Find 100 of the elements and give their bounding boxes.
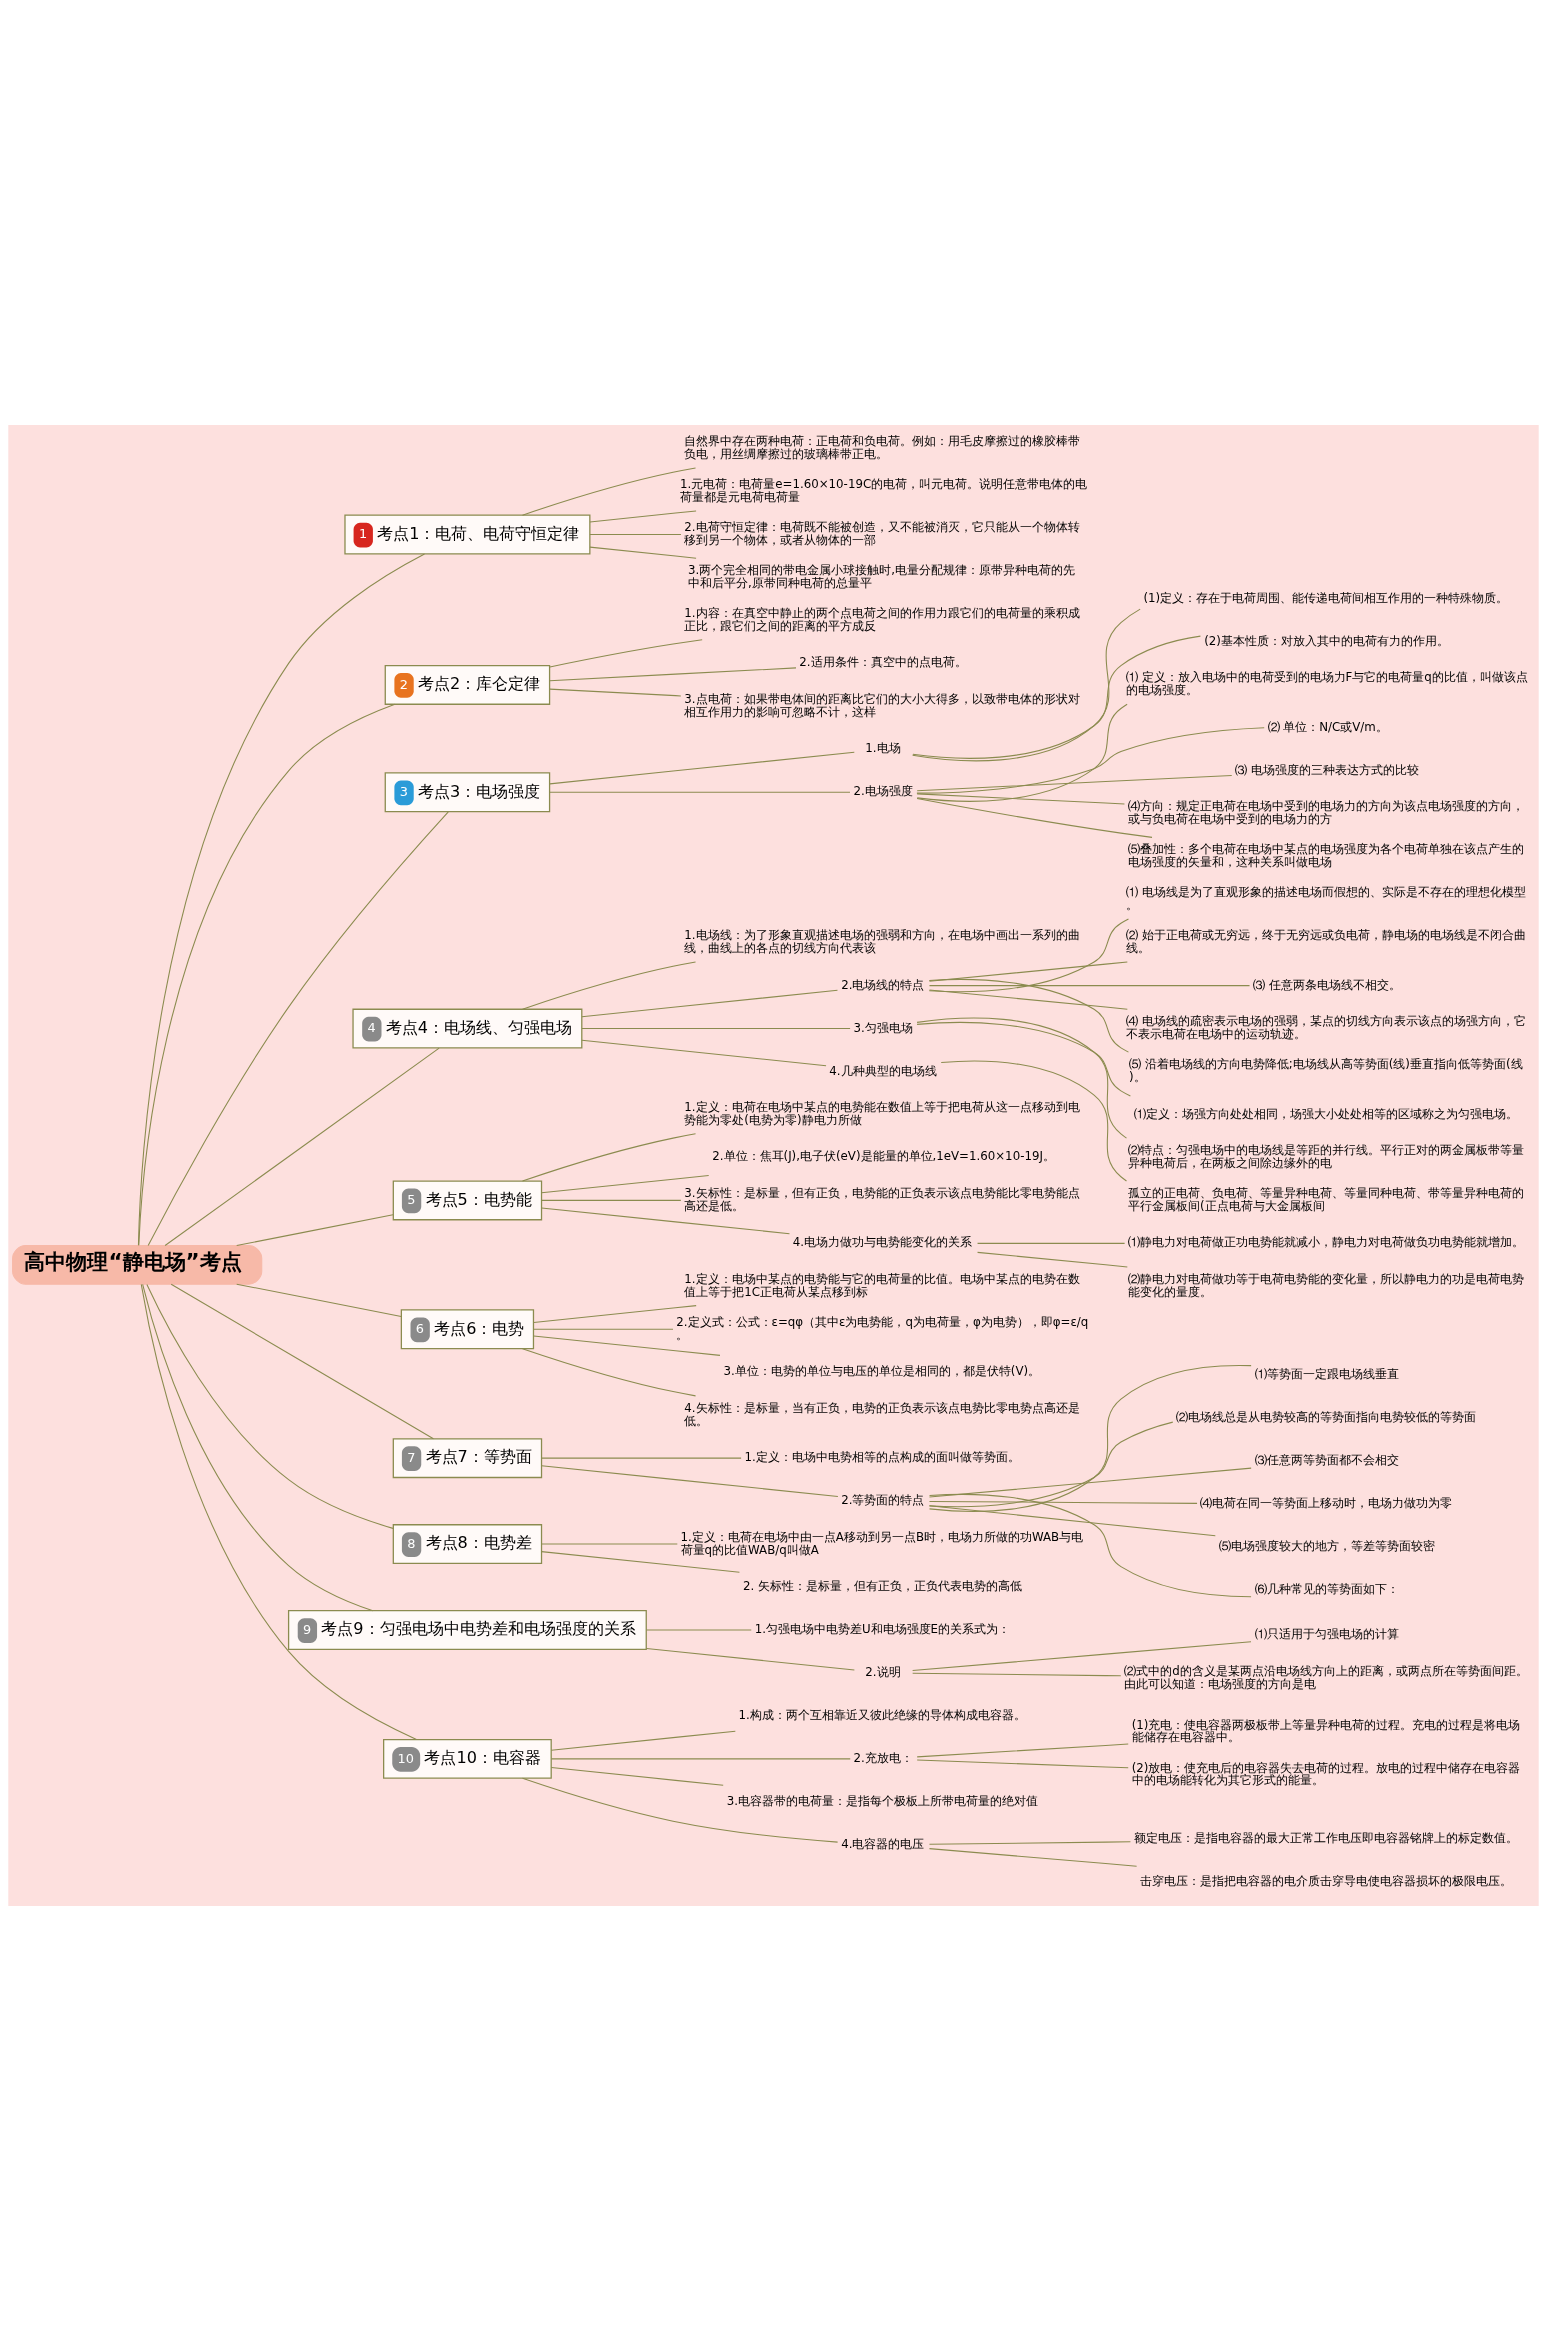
node-text: 4.电场力做功与电势能变化的关系 bbox=[792, 1234, 973, 1249]
connector bbox=[916, 1743, 1129, 1757]
connector bbox=[928, 1467, 1252, 1498]
connector bbox=[146, 1283, 394, 1529]
node-text: ⑴等势面一定跟电场线垂直 bbox=[1254, 1366, 1399, 1381]
node-text: 2.定义式：公式：ε=qφ（其中ε为电势能，q为电荷量，φ为电势），即φ=ε/q。 bbox=[676, 1314, 1089, 1342]
connector bbox=[912, 1672, 1122, 1676]
node-text: ⑶ 任意两条电场线不相交。 bbox=[1253, 977, 1401, 992]
connector bbox=[521, 1777, 839, 1843]
connector bbox=[589, 546, 697, 559]
node-box: 3 考点3：电场强度 bbox=[384, 771, 551, 812]
node-text: (2)基本性质：对放入其中的电荷有力的作用。 bbox=[1204, 633, 1449, 648]
connector bbox=[928, 984, 1251, 986]
connector bbox=[236, 1283, 402, 1317]
connector bbox=[549, 688, 682, 696]
connector bbox=[541, 1543, 678, 1545]
node-text: (1)定义：存在于电荷周围、能传递电荷间相互作用的一种特殊物质。 bbox=[1143, 590, 1509, 605]
node-text: 击穿电压：是指把电容器的电介质击穿导电使电容器损坏的极限电压。 bbox=[1140, 1873, 1513, 1888]
connector bbox=[581, 1027, 851, 1029]
node-box: 9 考点9：匀强电场中电势差和电场强度的关系 bbox=[287, 1609, 647, 1650]
node-text: 2.充放电： bbox=[853, 1750, 913, 1765]
node-text: 3.矢标性：是标量，但有正负，电势能的正负表示该点电势能比零电势能点高还是低。 bbox=[684, 1185, 1080, 1213]
node-text: ⑸叠加性：多个电荷在电场中某点的电场强度为各个电荷单独在该点产生的电场强度的矢量和，这种关系叫做电场 bbox=[1127, 841, 1524, 869]
node-text: 额定电压：是指电容器的最大正常工作电压即电容器铭牌上的标定数值。 bbox=[1133, 1830, 1518, 1845]
connector bbox=[589, 509, 697, 522]
connector bbox=[916, 774, 1233, 791]
connector bbox=[549, 791, 851, 793]
connector bbox=[940, 1059, 1127, 1182]
connector bbox=[581, 989, 838, 1017]
node-text: ⑶ 电场强度的三种表达方式的比较 bbox=[1235, 762, 1420, 777]
connector bbox=[916, 797, 1153, 838]
connector bbox=[533, 1335, 721, 1356]
node-text: 2. 矢标性：是标量，但有正负，正负代表电势的高低 bbox=[742, 1578, 1022, 1593]
connector bbox=[533, 1304, 697, 1323]
connector bbox=[589, 533, 682, 535]
connector bbox=[521, 1132, 697, 1182]
node-text: 4.电容器的电压 bbox=[841, 1836, 925, 1851]
connector bbox=[164, 1047, 440, 1246]
node-box: 6 考点6：电势 bbox=[400, 1308, 535, 1349]
connector bbox=[137, 552, 426, 1246]
connector bbox=[550, 1757, 851, 1759]
node-text: ⑵ 始于正电荷或无穷远，终于无穷远或负电荷，静电场的电场线是不闭合曲线。 bbox=[1126, 927, 1527, 955]
node-text: 2.电场强度 bbox=[853, 783, 913, 798]
node-text: ⑸ 沿着电场线的方向电势降低;电场线从高等势面(线)垂直指向低等势面(线)。 bbox=[1128, 1056, 1523, 1084]
node-text: 3.匀强电场 bbox=[853, 1020, 913, 1035]
node-text: ⑵静电力对电荷做功等于电荷电势能的变化量，所以静电力的功是电荷电势能变化的量度。 bbox=[1127, 1271, 1524, 1299]
node-text: 2.说明 bbox=[865, 1664, 901, 1679]
node-box: 5 考点5：电势能 bbox=[392, 1179, 543, 1220]
node-text: 1.构成：两个互相靠近又彼此绝缘的导体构成电容器。 bbox=[738, 1707, 1026, 1722]
connector bbox=[912, 635, 1201, 759]
node-text: ⑵电场线总是从电势较高的等势面指向电势较低的等势面 bbox=[1176, 1409, 1477, 1424]
node-box: 8 考点8：电势差 bbox=[392, 1523, 543, 1564]
node-text: 2.等势面的特点 bbox=[841, 1492, 925, 1507]
node-text: ⑸电场强度较大的地方，等差等势面较密 bbox=[1218, 1538, 1435, 1553]
node-box: 高中物理“静电场”考点 bbox=[12, 1244, 263, 1285]
node-text: 3.两个完全相同的带电金属小球接触时,电量分配规律：原带异种电荷的先中和后平分,原带同种电荷的总量平 bbox=[688, 562, 1076, 590]
connector bbox=[912, 608, 1141, 761]
node-text: ⑹几种常见的等势面如下： bbox=[1254, 1581, 1399, 1596]
node-text: ⑴静电力对电荷做正功电势能就减小，静电力对电荷做负功电势能就增加。 bbox=[1127, 1234, 1524, 1249]
connector bbox=[541, 1457, 742, 1459]
connector bbox=[928, 1847, 1138, 1867]
node-text: 3.电容器带的电荷量：是指每个极板上所带电荷量的绝对值 bbox=[726, 1793, 1039, 1808]
node-text: ⑵式中的d的含义是某两点沿电场线方向上的距离，或两点所在等势面间距。由此可以知道：电场强度的方向是电 bbox=[1124, 1663, 1528, 1691]
connector bbox=[541, 1174, 710, 1193]
connector bbox=[541, 1199, 682, 1201]
connector bbox=[928, 918, 1129, 992]
connector bbox=[916, 1017, 1127, 1139]
node-box: 1 考点1：电荷、电荷守恒定律 bbox=[344, 514, 591, 555]
node-text: 1.内容：在真空中静止的两个点电荷之间的作用力跟它们的电荷量的乘积成正比，跟它们之间的距离的平方成反 bbox=[684, 605, 1080, 633]
node-text: ⑴ 定义：放入电场中的电荷受到的电场力F与它的电荷量q的比值，叫做该点的电场强度。 bbox=[1125, 669, 1528, 697]
connector bbox=[928, 978, 1129, 1053]
connector bbox=[928, 1364, 1252, 1512]
connector bbox=[916, 792, 1125, 804]
connector bbox=[916, 1021, 1131, 1097]
connector bbox=[140, 1283, 417, 1740]
node-text: ⑴ 电场线是为了直观形象的描述电场而假想的、实际是不存在的理想化模型。 bbox=[1126, 884, 1527, 912]
connector bbox=[541, 1550, 740, 1573]
connector bbox=[170, 1283, 434, 1439]
connector bbox=[521, 466, 697, 516]
node-box: 2 考点2：库仑定律 bbox=[384, 664, 551, 705]
node-text: 2.单位：焦耳(J),电子伏(eV)是能量的单位,1eV=1.60×10-19J。 bbox=[712, 1148, 1055, 1163]
node-text: ⑴只适用于匀强电场的计算 bbox=[1254, 1626, 1399, 1641]
connector bbox=[645, 1628, 752, 1631]
connector bbox=[928, 988, 1128, 1010]
node-text: ⑵特点：匀强电场中的电场线是等距的并行线。平行正对的两金属板带等量异种电荷后，在两板之间除边缘外的电 bbox=[1127, 1142, 1524, 1170]
node-text: 4.矢标性：是标量，当有正负，电势的正负表示该点电势比零电势点高还是低。 bbox=[684, 1400, 1080, 1428]
connector bbox=[916, 1759, 1129, 1768]
node-text: (2)放电：使充电后的电容器失去电荷的过程。放电的过程中储存在电容器中的电场能转化为其它形式的能量。 bbox=[1131, 1760, 1521, 1787]
connector bbox=[142, 1283, 374, 1611]
connector bbox=[929, 1493, 1252, 1597]
node-box: 10 考点10：电容器 bbox=[383, 1738, 552, 1779]
node-text: ⑷电荷在同一等势面上移动时，电场力做功为零 bbox=[1200, 1495, 1453, 1510]
connector bbox=[912, 1640, 1252, 1671]
node-text: ⑷方向：规定正电荷在电场中受到的电场力的方向为该点电场强度的方向，或与负电荷在电场中受到的电场力的方 bbox=[1127, 798, 1524, 826]
connector bbox=[549, 638, 703, 668]
connector bbox=[236, 1213, 394, 1246]
connector bbox=[645, 1647, 855, 1671]
node-text: 1.元电荷：电荷量e=1.60×10-19C的电荷，叫元电荷。说明任意带电体的电荷量都是元电荷电荷量 bbox=[680, 476, 1088, 504]
connector bbox=[533, 1328, 674, 1330]
node-text: 1.匀强电场中电势差U和电场强度E的关系式为： bbox=[754, 1621, 1011, 1636]
